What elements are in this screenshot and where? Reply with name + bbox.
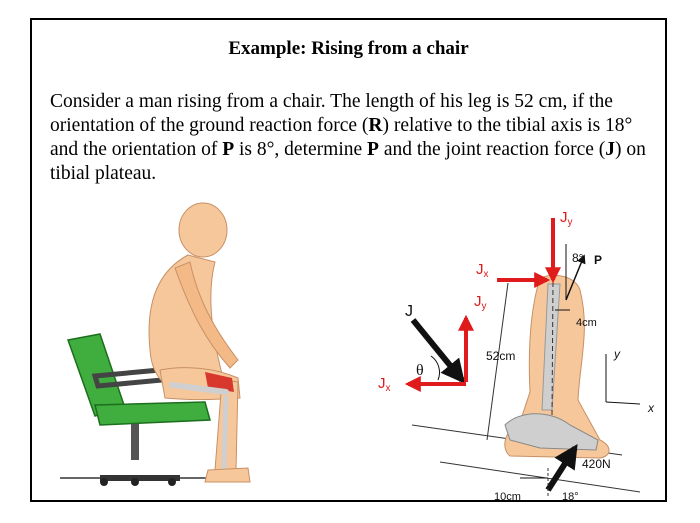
- lower-leg-diagram: 52cm Jy Jx 8° P 4cm y x 420N 18° 10cm: [411, 209, 655, 503]
- label-axis-x: x: [647, 401, 655, 415]
- symbol-J: J: [605, 139, 616, 160]
- man-body: [148, 202, 251, 483]
- slide-title: Example: Rising from a chair: [228, 38, 469, 59]
- office-chair: [66, 333, 211, 486]
- label-J: J: [405, 303, 413, 320]
- symbol-P-2: P: [367, 139, 379, 160]
- force-R-arrow: [545, 443, 578, 492]
- label-Jx-free: Jx: [378, 375, 391, 394]
- seated-man-illustration: [60, 202, 251, 486]
- symbol-P: P: [222, 139, 235, 160]
- problem-text-4: and the joint reaction force (: [378, 139, 606, 160]
- symbol-R: R: [368, 115, 383, 136]
- label-Jy-free: Jy: [474, 293, 487, 312]
- label-angle-18: 18°: [562, 491, 579, 503]
- force-J-arrow: [410, 318, 466, 384]
- label-P: P: [594, 253, 602, 267]
- problem-text-3: is 8°, determine: [234, 139, 368, 160]
- label-p-angle: 8°: [572, 251, 584, 265]
- problem-text-2: ) relative to the tibial axis is 18° and…: [50, 115, 633, 160]
- label-offset-10cm: 10cm: [494, 491, 521, 503]
- label-theta: θ: [416, 362, 424, 379]
- label-force-420: 420N: [582, 457, 611, 471]
- problem-text-5: ) on tibial plateau.: [50, 139, 646, 184]
- problem-text-1: Consider a man rising from a chair. The …: [50, 91, 613, 136]
- label-Jx-top: Jx: [476, 261, 489, 280]
- force-P-arrow: [565, 254, 586, 301]
- free-body-diagram: J Jy Jx θ: [378, 293, 487, 394]
- label-leg-length: 52cm: [486, 349, 515, 363]
- label-axis-y: y: [613, 347, 621, 361]
- label-offset-4cm: 4cm: [576, 317, 597, 329]
- label-Jy-top: Jy: [560, 209, 573, 228]
- problem-statement: Consider a man rising from a chair. The …: [50, 90, 660, 186]
